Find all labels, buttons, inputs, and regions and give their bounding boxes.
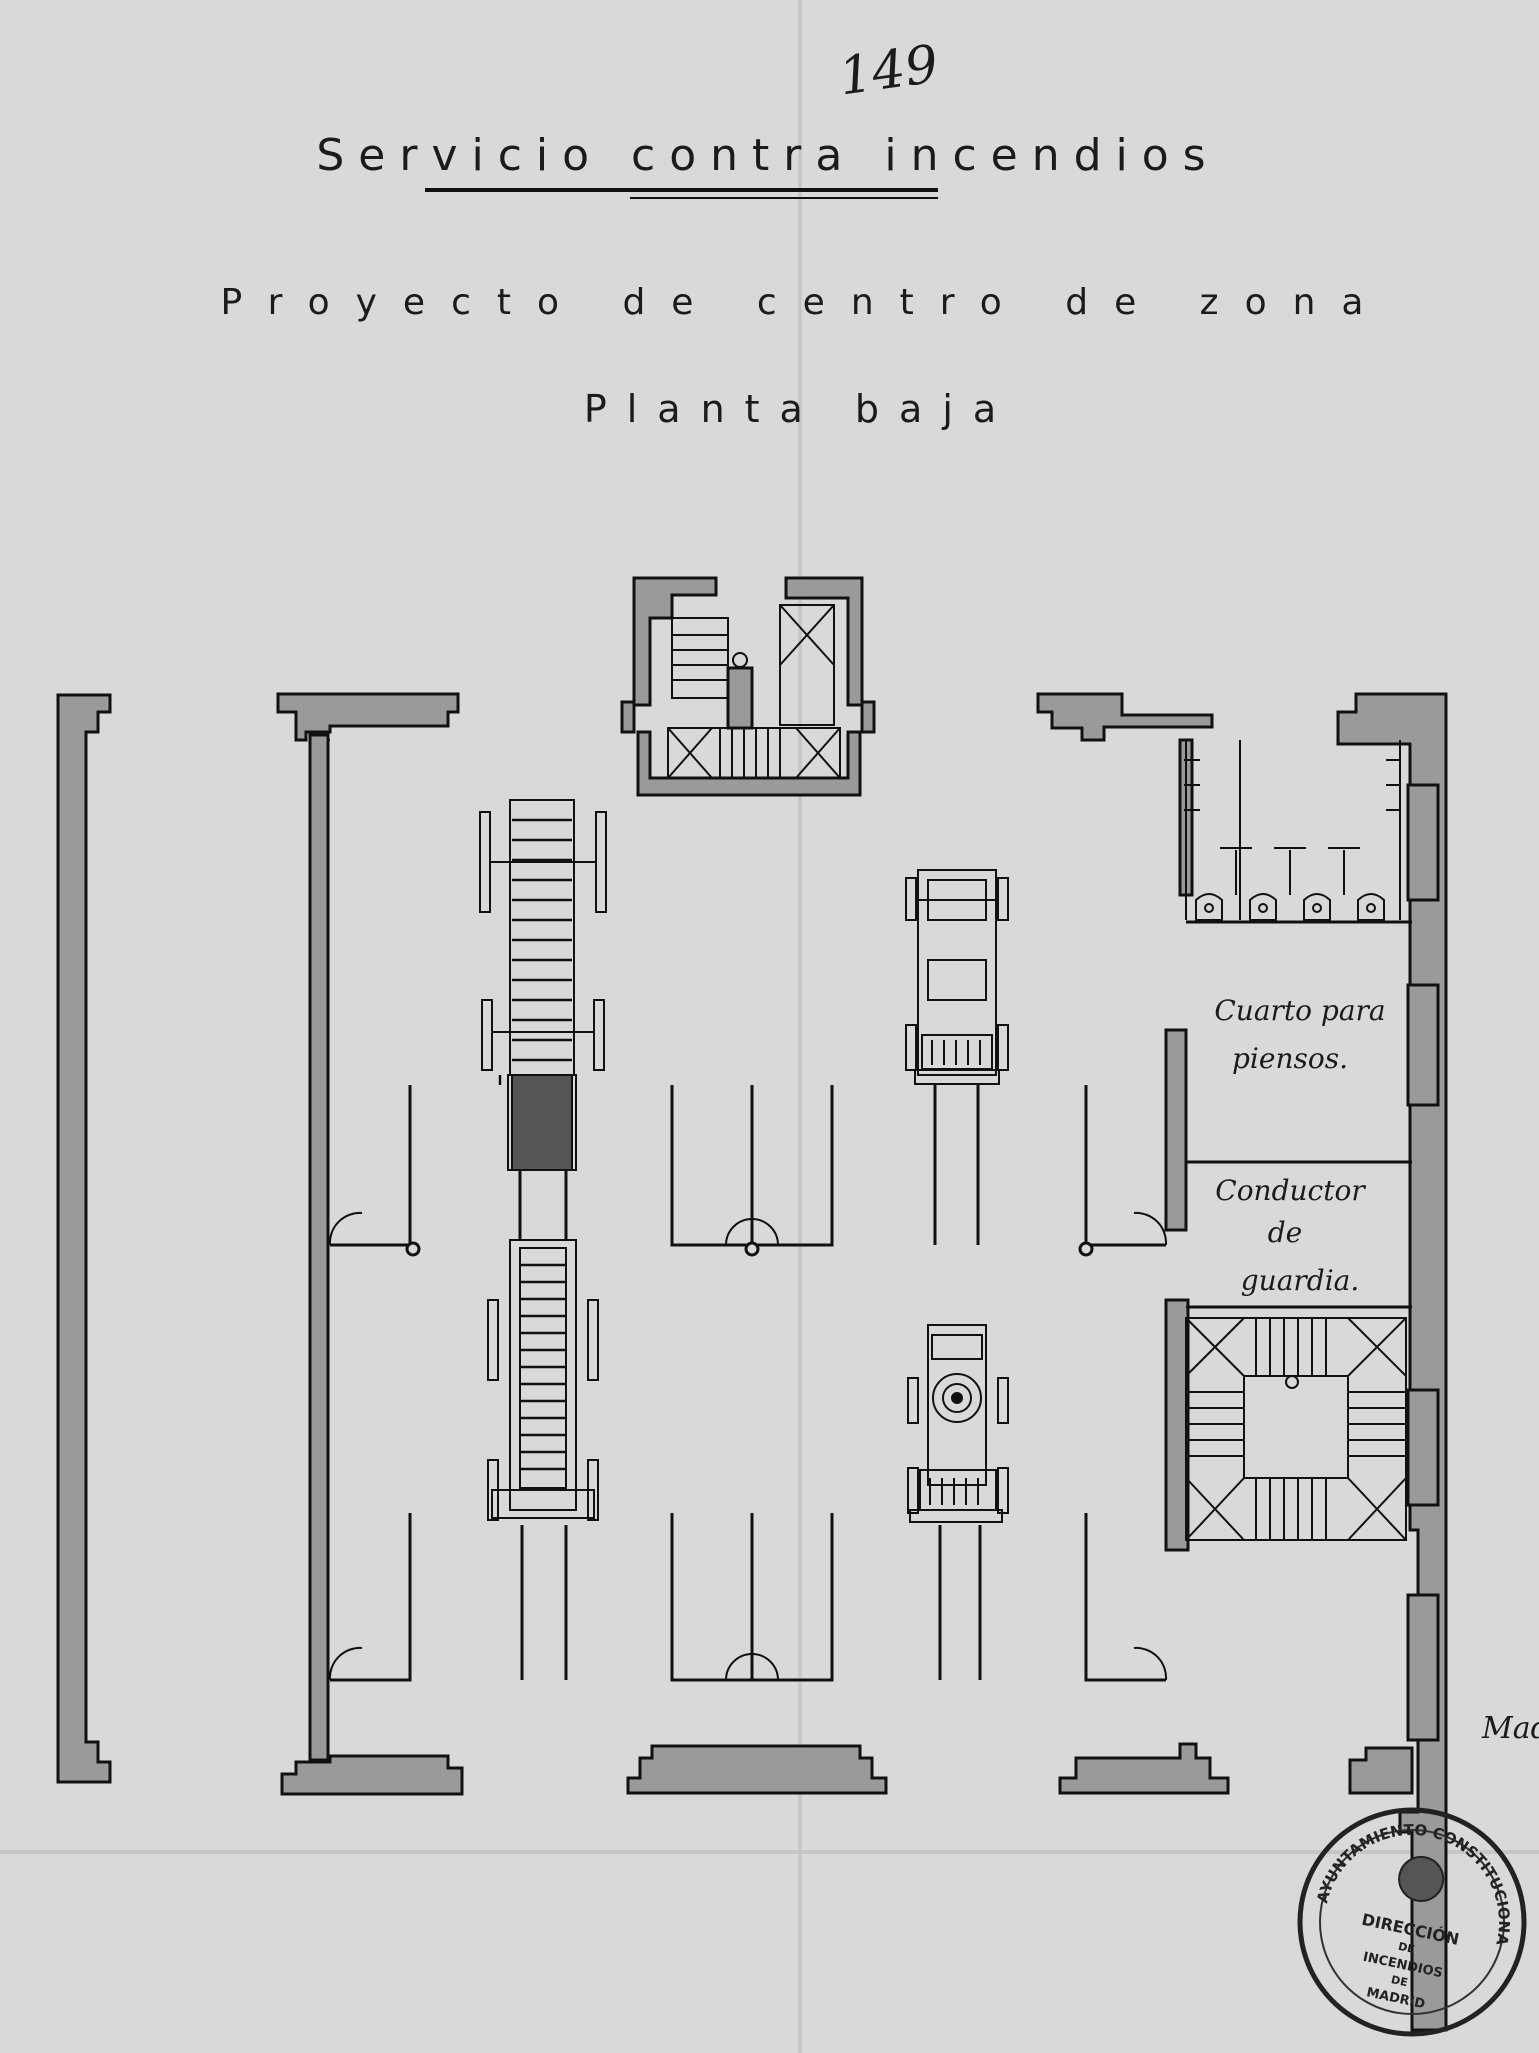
front-center-pier (626, 1744, 888, 1795)
right-building-wing (1036, 692, 1448, 2032)
left-boundary-wall (56, 693, 112, 1784)
wagon-shafts-upper (518, 1085, 980, 1245)
floor-label: Planta baja (584, 387, 1016, 431)
guard-room-line-1: Conductor (1215, 1174, 1366, 1207)
stall-partitions-upper (328, 1085, 1168, 1257)
feed-room-line-1: Cuarto para (1214, 994, 1385, 1027)
manger-stalls (1195, 847, 1385, 921)
right-staircase (1185, 1317, 1407, 1541)
stamp-line-4: DE (1390, 1973, 1409, 1989)
stamp-line-2: DE (1397, 1940, 1416, 1956)
folio-mark: 149 (835, 34, 942, 107)
drawing-title: Servicio contra incendios (316, 130, 1219, 181)
rear-stair-tower (620, 576, 876, 797)
left-facade-wall (276, 692, 464, 1796)
ladder-truck-lower (487, 1239, 599, 1521)
ladder-truck-upper (479, 799, 607, 1171)
guard-room-line-3: guardia. (1241, 1264, 1360, 1297)
drawing-subtitle: Proyecto de centro de zona (221, 282, 1390, 323)
fire-wagon-upper (905, 869, 1009, 1085)
steam-pump-engine (907, 1324, 1009, 1523)
margin-handwriting: Mad (1481, 1711, 1539, 1746)
feed-room-line-2: piensos. (1232, 1042, 1348, 1075)
guard-driver-room-label: Conductor de guardia. (1215, 1174, 1366, 1297)
stall-partitions-lower (328, 1513, 1168, 1682)
feed-room-label: Cuarto para piensos. (1214, 994, 1385, 1075)
guard-room-line-2: de (1268, 1216, 1303, 1249)
